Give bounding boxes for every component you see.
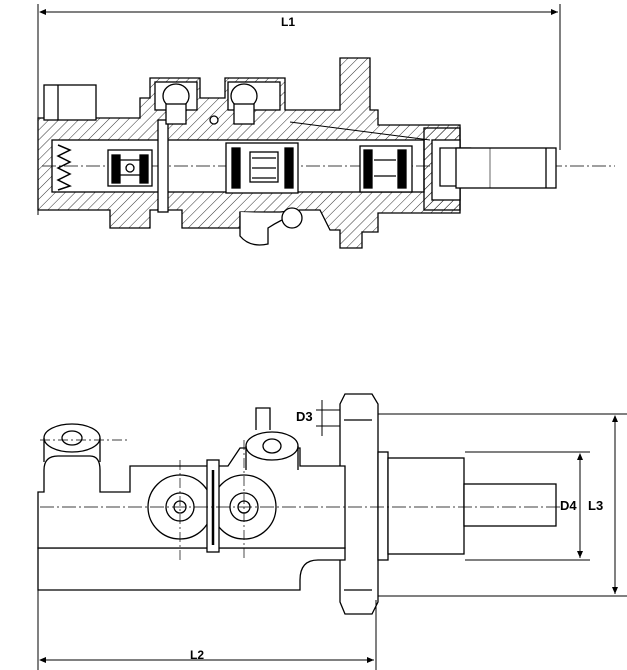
body-plan [37,547,346,591]
d3-label: D3 [296,409,313,424]
push-rod-plan [463,483,557,527]
hub-plan [377,451,389,561]
l2-label: L2 [190,648,205,662]
flange-plan [339,393,379,615]
seal-assembly-left [107,149,153,187]
d4-label: D4 [560,498,577,513]
return-spring [56,144,72,191]
inlet-port-1 [154,81,198,125]
seal-assembly-right [359,145,413,193]
section-view [37,4,615,249]
push-rod [455,147,557,189]
bleed-hole [209,115,219,125]
l1-label: L1 [281,15,296,29]
l3-label: L3 [588,498,604,513]
piston-pin [157,119,169,213]
reservoir-port-left [43,84,97,121]
plan-view [37,393,627,670]
inlet-port-2 [227,81,281,125]
mounting-hole [281,207,303,229]
seal-assembly-center [225,142,299,194]
